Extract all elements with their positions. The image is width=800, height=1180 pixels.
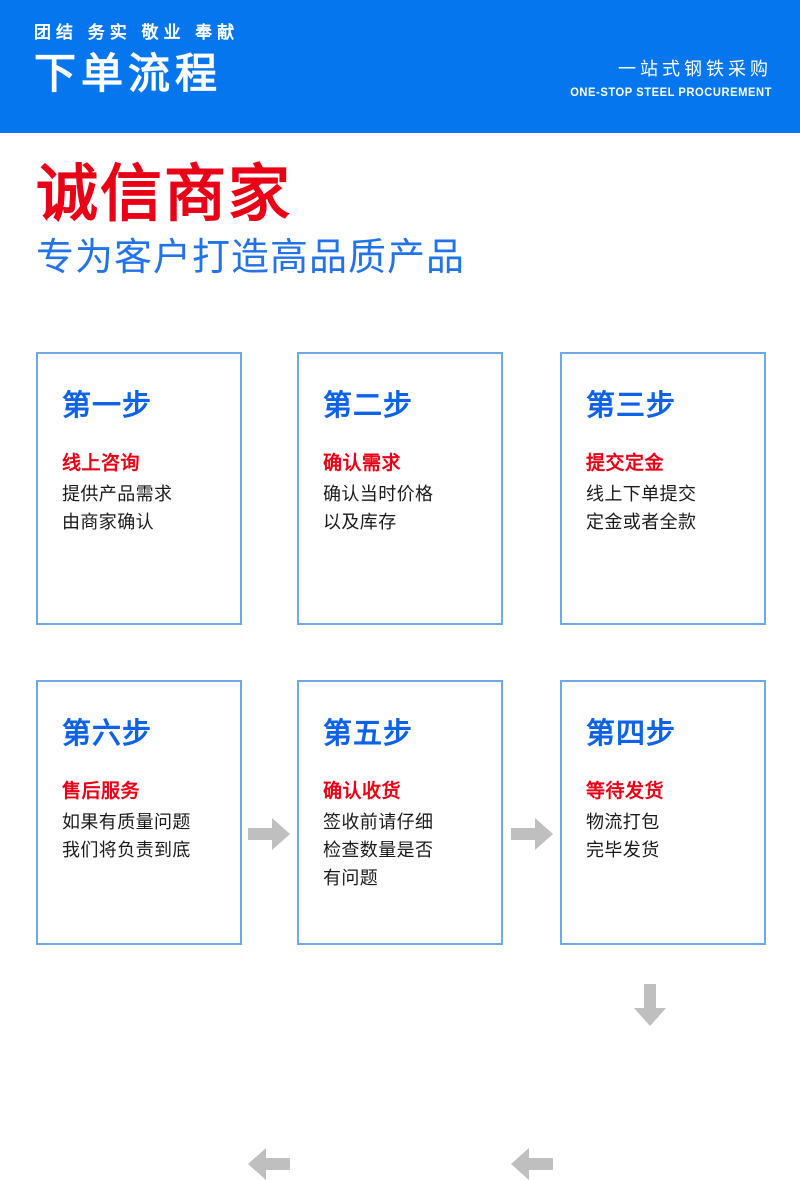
arrow-right-icon xyxy=(511,818,553,850)
header-tagline-en: ONE-STOP STEEL PROCUREMENT xyxy=(570,84,772,99)
step-description-line: 由商家确认 xyxy=(62,511,154,532)
page-header: 团结 务实 敬业 奉献 下单流程 一站式钢铁采购 ONE-STOP STEEL … xyxy=(0,0,800,133)
step-description-5: 签收前请仔细 检查数量是否 有问题 xyxy=(323,809,501,893)
step-description-line: 有问题 xyxy=(323,867,379,888)
hero-section: 诚信商家 专为客户打造高品质产品 xyxy=(36,160,465,281)
step-heading-2: 确认需求 xyxy=(323,453,402,474)
hero-subtitle: 专为客户打造高品质产品 xyxy=(36,237,466,280)
step-description-line: 我们将负责到底 xyxy=(62,839,191,860)
step-description-line: 如果有质量问题 xyxy=(62,812,191,832)
step-description-line: 确认当时价格 xyxy=(323,484,434,504)
step-description-line: 以及库存 xyxy=(323,511,397,532)
step-description-line: 线上下单提交 xyxy=(586,484,697,504)
step-number-5: 第五步 xyxy=(323,718,414,750)
step-description-6: 如果有质量问题 我们将负责到底 xyxy=(62,809,240,865)
step-number-1: 第一步 xyxy=(62,390,153,422)
step-heading-3: 提交定金 xyxy=(586,453,665,474)
step-card-1: 第一步 线上咨询 提供产品需求 由商家确认 xyxy=(36,352,242,625)
header-left-group: 团结 务实 敬业 奉献 下单流程 xyxy=(34,24,239,95)
step-heading-6: 售后服务 xyxy=(62,781,141,802)
arrow-left-icon xyxy=(248,1148,290,1180)
step-card-5: 第五步 确认收货 签收前请仔细 检查数量是否 有问题 xyxy=(297,680,503,945)
step-heading-1: 线上咨询 xyxy=(62,453,141,474)
step-description-line: 提供产品需求 xyxy=(62,484,173,504)
step-card-4: 第四步 等待发货 物流打包 完毕发货 xyxy=(560,680,766,945)
step-number-2: 第二步 xyxy=(323,390,414,422)
step-description-line: 定金或者全款 xyxy=(586,511,697,532)
step-description-line: 完毕发货 xyxy=(586,839,660,860)
step-description-line: 物流打包 xyxy=(586,812,660,832)
step-description-1: 提供产品需求 由商家确认 xyxy=(62,481,240,537)
step-heading-4: 等待发货 xyxy=(586,781,665,802)
step-card-6: 第六步 售后服务 如果有质量问题 我们将负责到底 xyxy=(36,680,242,945)
step-card-3: 第三步 提交定金 线上下单提交 定金或者全款 xyxy=(560,352,766,625)
step-number-4: 第四步 xyxy=(586,718,677,750)
hero-main-title: 诚信商家 xyxy=(36,160,293,229)
step-number-6: 第六步 xyxy=(62,718,153,750)
step-description-3: 线上下单提交 定金或者全款 xyxy=(586,481,764,537)
arrow-left-icon xyxy=(511,1148,553,1180)
header-title: 下单流程 xyxy=(34,50,223,97)
arrow-down-icon xyxy=(634,984,666,1026)
step-description-line: 检查数量是否 xyxy=(323,839,434,860)
step-heading-5: 确认收货 xyxy=(323,781,402,802)
step-card-2: 第二步 确认需求 确认当时价格 以及库存 xyxy=(297,352,503,625)
header-slogan: 团结 务实 敬业 奉献 xyxy=(34,23,240,42)
header-right-group: 一站式钢铁采购 ONE-STOP STEEL PROCUREMENT xyxy=(555,58,772,100)
header-tagline-cn: 一站式钢铁采购 xyxy=(618,59,772,79)
step-number-3: 第三步 xyxy=(586,390,677,422)
arrow-right-icon xyxy=(248,818,290,850)
step-description-line: 签收前请仔细 xyxy=(323,812,434,832)
step-description-4: 物流打包 完毕发货 xyxy=(586,809,764,865)
step-description-2: 确认当时价格 以及库存 xyxy=(323,481,501,537)
